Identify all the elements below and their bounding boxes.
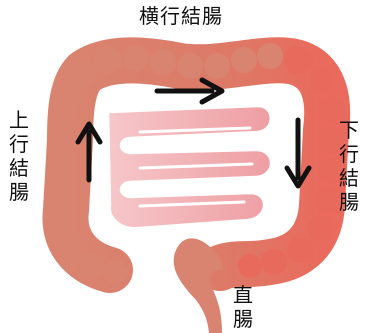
large-intestine <box>42 37 351 293</box>
ascending-colon-label: 上行結腸 <box>9 108 29 204</box>
small-intestine-folds <box>138 126 254 208</box>
descending-colon-label: 下行結腸 <box>339 118 359 214</box>
arrow-right-icon <box>154 77 225 105</box>
rectum <box>173 238 222 333</box>
rectum-label: 直腸 <box>233 283 253 331</box>
arrow-down-icon <box>284 117 312 189</box>
transverse-colon-label: 横行結腸 <box>139 4 223 28</box>
arrow-up-icon <box>75 121 103 183</box>
